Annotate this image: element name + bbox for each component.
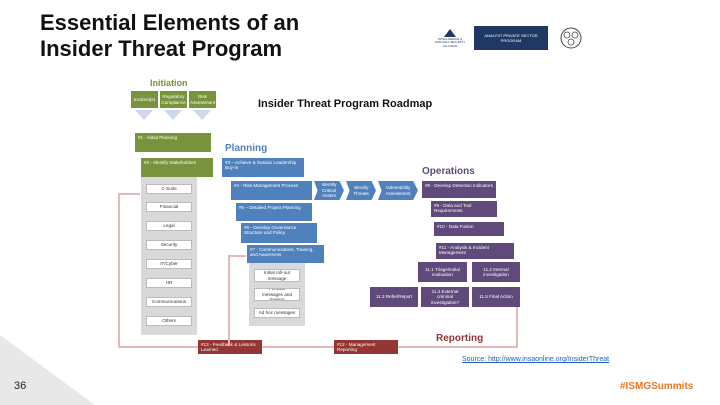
planning-heading: Planning [225, 143, 268, 154]
risk-chevron-threats: Identify Threats [346, 181, 376, 200]
stakeholder-item: Others [146, 316, 192, 326]
building-icon [444, 28, 456, 37]
outcome-11-1-triage: 11.1 Triage/Initial evaluation [418, 262, 467, 282]
step-9-data-tool-requirements: #9 - Data and Tool Requirements [431, 201, 497, 217]
communication-item: Initial roll-out message [254, 269, 300, 282]
outcome-11-4-external: 11.4 External criminal investigation? [421, 287, 469, 307]
feedback-line [228, 255, 246, 257]
stakeholder-item: HR [146, 278, 192, 288]
stakeholder-item: Financial [146, 202, 192, 212]
risk-chevron-vulnerability: Vulnerability Assessment [378, 181, 418, 200]
step-3-leadership-buy-in: #3 – Achieve & Sustain Leadership Buy-In [222, 158, 304, 177]
reporting-line [516, 307, 518, 348]
stakeholder-item: Legal [146, 221, 192, 231]
initiation-box-risk: Risk Assessment [189, 91, 216, 108]
diagram-title: Insider Threat Program Roadmap [258, 98, 433, 110]
footer-triangle [0, 335, 95, 405]
stakeholder-item: IT/Cyber [146, 259, 192, 269]
outcome-11-2-internal: 11.2 Internal investigation [472, 262, 520, 282]
outcome-11-3-refer: 11.3 Refer/Report [370, 287, 418, 307]
stakeholder-column [141, 176, 197, 335]
feedback-line [228, 255, 230, 346]
risk-chevron-critical-assets: Identify Critical Assets [314, 181, 344, 200]
stakeholder-item: C-Suite [146, 184, 192, 194]
step-12-management-reporting: #12 - Management Reporting [334, 340, 398, 354]
reporting-line [398, 346, 518, 348]
step-6-governance: #6 - Develop Governance Structure and Po… [241, 223, 317, 243]
arrow-down-icon [193, 110, 211, 120]
feedback-line [262, 346, 334, 348]
step-1-initial-planning: #1 - Initial Planning [135, 133, 211, 152]
step-8-detection-indicators: #8 - Develop Detection Indicators [422, 181, 496, 198]
feedback-line [118, 193, 120, 348]
step-4-risk-management: #4 - Risk Management Process [231, 181, 312, 200]
step-2-identify-stakeholders: #2 - Identify Stakeholders [141, 158, 213, 177]
communication-item: Ad hoc messages [254, 308, 300, 318]
stakeholder-item: Communications [146, 297, 192, 307]
slide-title: Essential Elements of an Insider Threat … [40, 10, 370, 62]
seal-logo [558, 26, 584, 50]
seal-icon [560, 27, 582, 49]
feedback-line [118, 193, 140, 195]
apsp-logo: ANALYST PRIVATE SECTOR PROGRAM [474, 26, 548, 50]
operations-heading: Operations [422, 166, 475, 177]
slide-title-line-2: Insider Threat Program [40, 36, 283, 61]
page-number: 36 [14, 380, 27, 392]
feedback-line [118, 346, 198, 348]
insa-logo: INTELLIGENCE & NATIONAL SECURITY ALLIANC… [430, 26, 470, 50]
step-13-feedback: #13 - Feedback & Lessons Learned [198, 340, 262, 354]
outcome-11-5-final: 11.5 Final Action [472, 287, 520, 307]
initiation-box-regulatory: Regulatory Compliance [160, 91, 187, 108]
stakeholder-item: Security [146, 240, 192, 250]
reporting-heading: Reporting [436, 333, 484, 344]
source-link[interactable]: Source: http://www.insaonline.org/Inside… [462, 356, 610, 363]
hashtag: #ISMGSummits [620, 381, 694, 392]
slide-title-line-1: Essential Elements of an [40, 10, 300, 35]
communication-item: Periodic messages and training [254, 288, 300, 301]
step-10-data-fusion: #10 - Data Fusion [434, 222, 504, 236]
arrow-down-icon [164, 110, 182, 120]
initiation-box-incidents: Incident(s) [131, 91, 158, 108]
step-7-communications: #7 - Communications, Training, and Aware… [247, 245, 324, 263]
arrow-down-icon [135, 110, 153, 120]
step-11-analysis: #11 - Analysis & Incident Management [436, 243, 514, 259]
initiation-heading: Initiation [150, 78, 188, 88]
step-5-detailed-planning: #5 – Detailed Project Planning [236, 203, 312, 221]
